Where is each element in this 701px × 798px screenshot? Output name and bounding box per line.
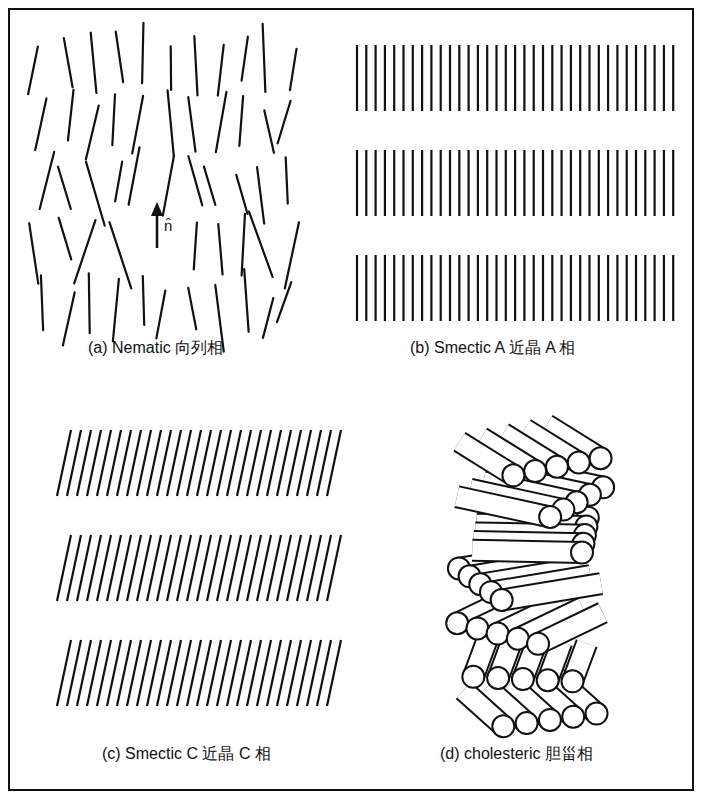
smectic-a-rods — [357, 45, 673, 321]
panel-caption: (c) Smectic C 近晶 C 相 — [102, 744, 271, 765]
director-label: n̂ — [163, 217, 173, 234]
cholesteric-rods — [446, 425, 614, 738]
panel-caption: (b) Smectic A 近晶 A 相 — [410, 338, 575, 359]
frame-border — [9, 9, 693, 790]
director-arrow — [151, 202, 163, 248]
nematic-rods — [28, 23, 299, 352]
panel-caption: (d) cholesteric 胆甾相 — [440, 744, 593, 765]
smectic-c-rods — [57, 430, 341, 706]
panel-caption: (a) Nematic 向列相 — [88, 338, 223, 359]
